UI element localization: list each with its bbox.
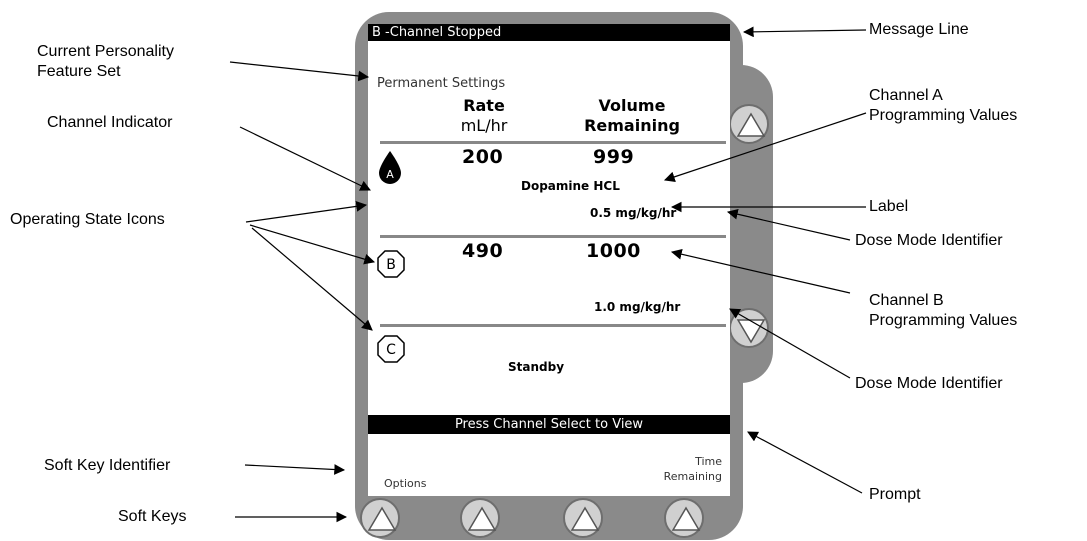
callout-operating-state-icons: Operating State Icons (10, 211, 165, 228)
volume-header-label: Volume (598, 96, 666, 115)
rate-header-unit: mL/hr (460, 116, 508, 135)
callout-channel-indicator: Channel Indicator (47, 114, 173, 131)
up-arrow-icon (570, 506, 600, 531)
message-line: B -Channel Stopped (368, 24, 730, 41)
channel-a-label: Dopamine HCL (521, 179, 620, 193)
up-arrow-icon (671, 506, 701, 531)
soft-key-4[interactable] (664, 498, 704, 538)
leader-state-b (249, 224, 376, 265)
display-screen: B -Channel Stopped Permanent Settings Ra… (368, 24, 730, 496)
leader-state-c (251, 227, 373, 331)
leader-soft-key-identifier (244, 464, 346, 475)
soft-key-1[interactable] (360, 498, 400, 538)
soft-key-identifier-options: Options (384, 477, 427, 490)
channel-a-dose-mode: 0.5 mg/kg/hr (590, 206, 677, 220)
leader-prompt (747, 431, 863, 494)
soft-key-2[interactable] (460, 498, 500, 538)
channel-c-status: Standby (508, 360, 565, 374)
callout-channel-a-values: Channel A Programming Values (869, 86, 1017, 126)
octagon-icon: C (377, 335, 405, 363)
callout-personality-line2: Feature Set (37, 63, 121, 80)
callout-soft-keys: Soft Keys (118, 508, 187, 525)
divider (380, 141, 726, 144)
callout-prompt: Prompt (869, 486, 921, 503)
callout-channel-b-line1: Channel B (869, 292, 944, 309)
leader-channel-indicator (239, 126, 371, 191)
leader-dose-mode-1 (726, 208, 851, 241)
personality-feature-set: Permanent Settings (377, 76, 506, 91)
octagon-icon: B (377, 250, 405, 278)
callout-soft-key-identifier: Soft Key Identifier (44, 457, 171, 474)
divider (380, 324, 726, 327)
channel-a-rate: 200 (462, 146, 504, 168)
soft-key-time-line2: Remaining (663, 470, 722, 483)
callout-channel-a-line1: Channel A (869, 87, 943, 104)
channel-b-rate: 490 (462, 240, 504, 262)
callout-channel-b-line2: Programming Values (869, 312, 1018, 329)
leader-message-line (742, 26, 867, 38)
channel-b-letter: B (386, 257, 396, 273)
leader-state-a (245, 201, 368, 223)
channel-a-letter: A (386, 168, 394, 181)
callout-personality: Current Personality Feature Set (37, 42, 174, 82)
callout-personality-line1: Current Personality (37, 43, 174, 60)
scroll-up-button[interactable] (729, 104, 769, 144)
channel-c-letter: C (386, 342, 396, 358)
callout-channel-a-line2: Programming Values (869, 107, 1018, 124)
callout-label: Label (869, 198, 909, 215)
soft-key-identifier-time-remaining: Time Remaining (642, 454, 722, 484)
soft-key-3[interactable] (563, 498, 603, 538)
leader-channel-a-values (663, 112, 867, 183)
leader-dose-mode-2 (729, 308, 851, 379)
up-arrow-icon (467, 506, 497, 531)
up-arrow-icon (367, 506, 397, 531)
callout-message-line: Message Line (869, 21, 969, 38)
volume-column-header: Volume Remaining (562, 96, 702, 136)
up-arrow-icon (736, 112, 766, 137)
leader-personality (229, 61, 370, 82)
rate-column-header: Rate mL/hr (442, 96, 526, 136)
prompt-bar: Press Channel Select to View (368, 415, 730, 434)
rate-header-label: Rate (463, 96, 505, 115)
channel-b-volume: 1000 (586, 240, 641, 262)
divider (380, 235, 726, 238)
channel-a-volume: 999 (593, 146, 635, 168)
callout-dose-mode-2: Dose Mode Identifier (855, 375, 1003, 392)
volume-header-unit: Remaining (584, 116, 680, 135)
callout-dose-mode-1: Dose Mode Identifier (855, 232, 1003, 249)
leader-channel-b-values (670, 248, 851, 294)
soft-key-time-line1: Time (695, 455, 722, 468)
drop-icon: A (379, 151, 401, 184)
channel-b-dose-mode: 1.0 mg/kg/hr (594, 300, 681, 314)
callout-channel-b-values: Channel B Programming Values (869, 291, 1017, 331)
